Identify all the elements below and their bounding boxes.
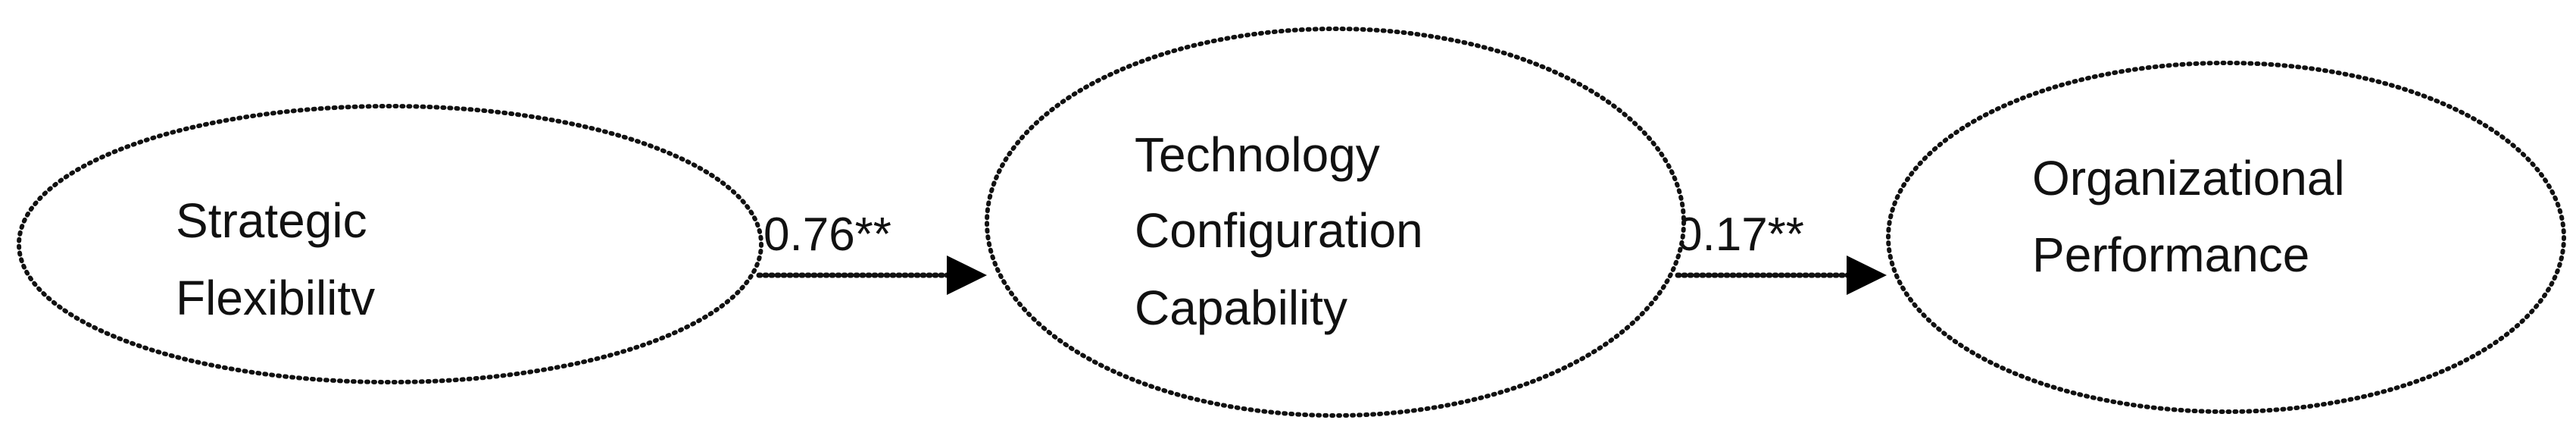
node-ellipse-technology-configuration-capability	[985, 27, 1686, 418]
node-label-technology-line-3: Capability	[1135, 281, 1347, 335]
arrowhead-2-icon	[1847, 256, 1887, 295]
edge-label-1: 0.76**	[763, 209, 891, 261]
node-label-organizational-line-2: Performance	[2032, 227, 2309, 282]
edge-label-2: 0.17**	[1676, 209, 1804, 261]
edge-technology-to-performance: 0.17**	[1675, 209, 1887, 295]
node-strategic-flexibility: Strategic Flexibilitv	[17, 104, 763, 384]
node-label-technology-line-2: Configuration	[1135, 203, 1423, 258]
node-ellipse-strategic-flexibility	[17, 104, 763, 384]
node-label-strategic-line-2: Flexibilitv	[176, 271, 375, 325]
arrowhead-1-icon	[947, 256, 987, 295]
edge-strategic-to-technology: 0.76**	[756, 209, 987, 295]
node-label-strategic-line-1: Strategic	[176, 193, 367, 248]
node-technology-configuration-capability: Technology Configuration Capability	[985, 27, 1686, 418]
node-label-technology-line-1: Technology	[1135, 127, 1380, 182]
node-label-organizational-line-1: Organizational	[2032, 151, 2345, 205]
node-organizational-performance: Organizational Performance	[1886, 61, 2566, 414]
node-ellipse-organizational-performance	[1886, 61, 2566, 414]
